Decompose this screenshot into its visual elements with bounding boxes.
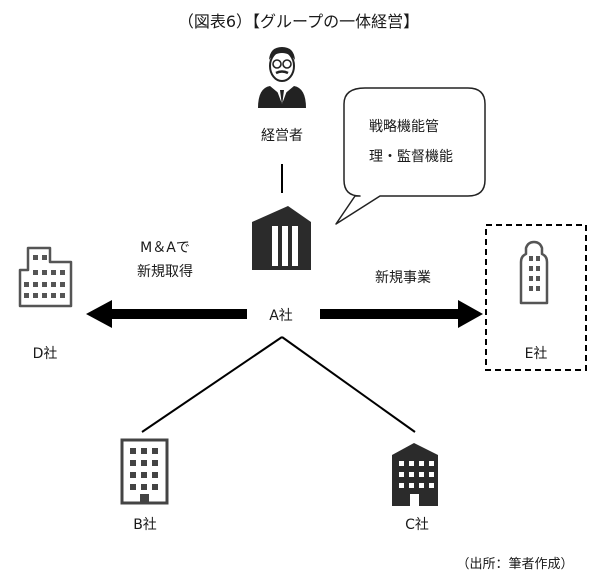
company-d-building-icon — [18, 246, 73, 308]
bubble-line-1: 戦略機能管 — [369, 119, 439, 135]
manager-label: 経営者 — [261, 128, 303, 144]
source-note: （出所：筆者作成） — [456, 557, 574, 572]
connector-a-b — [141, 336, 283, 433]
company-a-building-icon — [252, 206, 311, 270]
company-b-label: B社 — [133, 517, 157, 533]
company-c-building-icon — [392, 443, 438, 506]
left-arrow-line-2: 新規取得 — [137, 264, 193, 280]
company-e-label: E社 — [524, 346, 548, 362]
company-e-dashed-frame — [485, 224, 587, 371]
right-arrow-caption: 新規事業 — [375, 270, 431, 286]
arrow-to-e — [320, 300, 483, 328]
company-e-building-icon — [519, 240, 549, 305]
company-c-label: C社 — [405, 517, 429, 533]
speech-bubble — [335, 87, 486, 225]
bubble-text: 戦略機能管 理・監督機能 — [369, 112, 479, 172]
diagram-title: （図表6）【グループの一体経営】 — [177, 12, 420, 31]
company-d-label: D社 — [32, 346, 58, 362]
company-b-building-icon — [120, 438, 169, 505]
manager-icon — [258, 47, 306, 108]
company-a-label: A社 — [269, 308, 293, 324]
connector-a-c — [281, 336, 416, 433]
left-arrow-line-1: M＆Aで — [140, 240, 190, 256]
bubble-line-2: 理・監督機能 — [369, 149, 453, 165]
left-arrow-caption: M＆Aで 新規取得 — [125, 236, 205, 284]
arrow-to-d — [86, 300, 247, 328]
